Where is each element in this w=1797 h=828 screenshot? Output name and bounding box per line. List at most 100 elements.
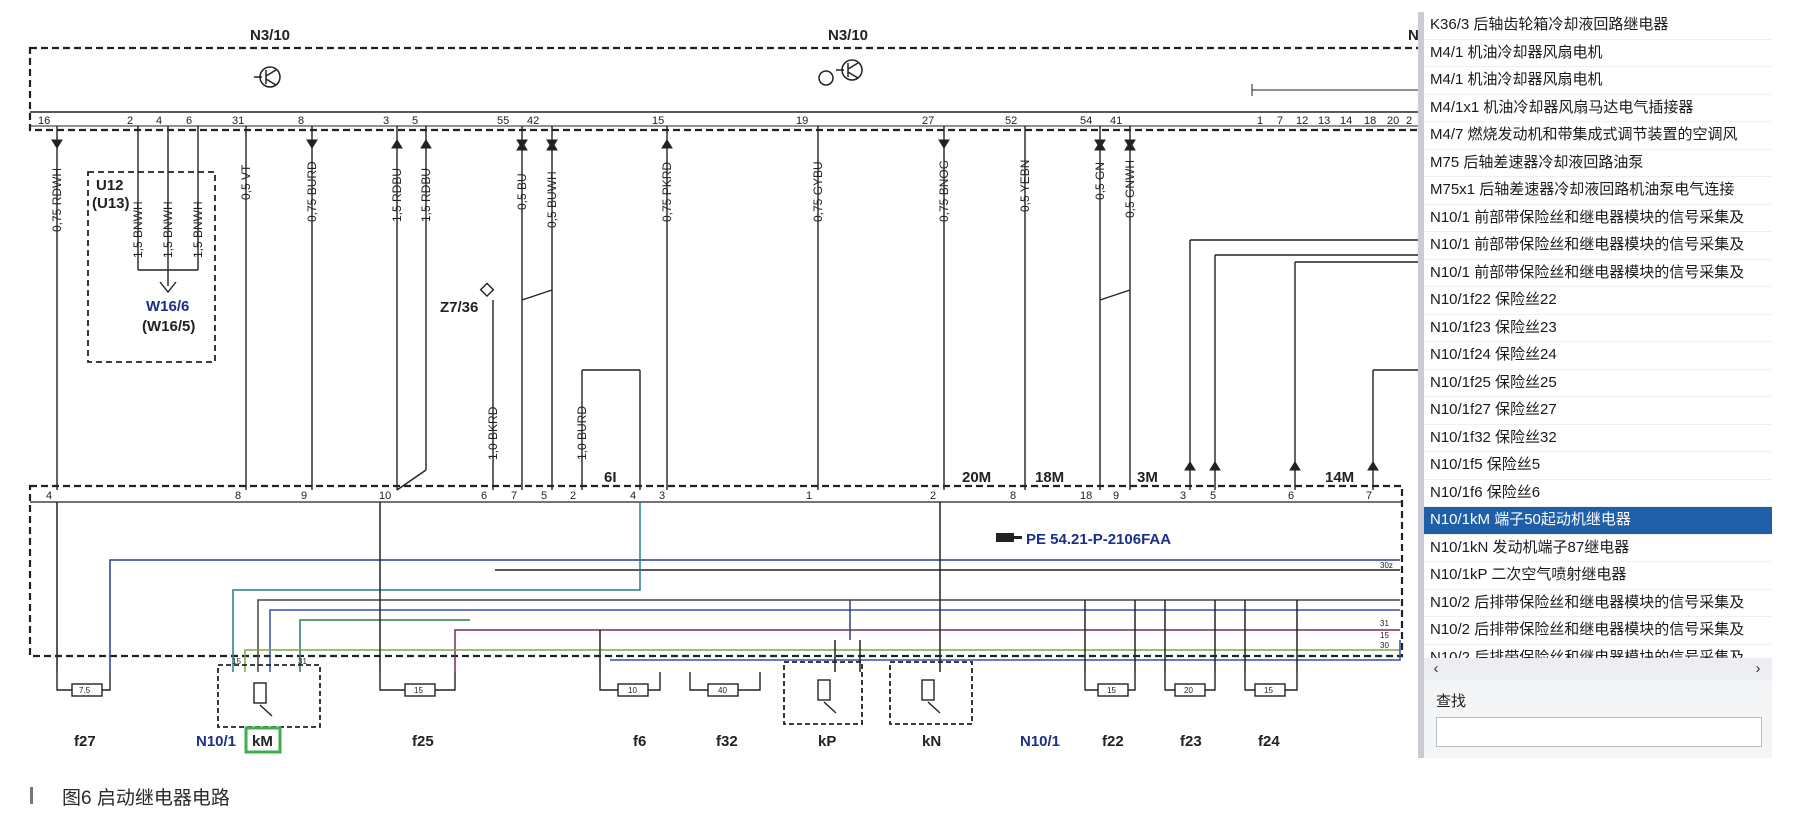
wire-label: 1,0 BKRD [486,406,500,460]
pin-label: 3 [1180,490,1186,502]
list-item[interactable]: N10/2 后排带保险丝和继电器模块的信号采集及 [1424,617,1772,645]
list-item[interactable]: N10/1 前部带保险丝和继电器模块的信号采集及 [1424,205,1772,232]
list-item[interactable]: N10/1 前部带保险丝和继电器模块的信号采集及 [1424,232,1772,260]
pin-label: 4 [630,490,636,502]
connector-label: 6I [604,469,617,486]
pin-label: 10 [379,490,391,502]
bus-label: 30z [1380,561,1393,570]
pin-label: 2 [930,490,936,502]
search-label: 查找 [1436,693,1467,710]
wire-label: 0,5 BUWH [545,171,559,228]
list-item[interactable]: N10/2 后排带保险丝和继电器模块的信号采集及 [1424,590,1772,617]
z7-node-icon [479,282,495,298]
fuse-f22: 15 f22 [1084,672,1136,750]
wiring-diagram: N3/10 N3/10 N 16 2 4 6 31 8 3 5 55 42 15… [28,27,1418,754]
pin-label: 4 [46,490,52,502]
figure-caption: 图6 启动继电器电路 [62,788,230,809]
wire-label: 1,5 BNWH [161,201,175,258]
connector-label: 14M [1325,469,1354,486]
relay-kn: kN [889,661,973,750]
pin-label: 52 [1005,115,1017,127]
wire-label: 0,75 GYBU [811,161,825,222]
list-item[interactable]: M4/1x1 机油冷却器风扇马达电气插接器 [1424,95,1772,122]
bus-label: 30 [1380,641,1389,650]
fuse-f32: 40 f32 [689,672,761,750]
list-item[interactable]: M75 后轴差速器冷却液回路油泵 [1424,150,1772,177]
list-item[interactable]: M4/7 燃烧发动机和带集成式调节装置的空调风 [1424,122,1772,150]
connector-label: 3M [1137,469,1158,486]
wire-label: 0,75 BURD [305,161,319,222]
bus-labels: 30z 31 15 30 [1380,561,1393,650]
pin-label: 8 [1010,490,1016,502]
list-item[interactable]: K36/3 后轴齿轮箱冷却液回路继电器 [1424,12,1772,40]
transistor-icon [254,66,281,88]
pe-reference: PE 54.21-P-2106FAA [1026,531,1171,548]
scroll-right-icon[interactable]: › [1755,660,1761,677]
pin-label: 55 [497,115,509,127]
list-item[interactable]: M4/1 机油冷却器风扇电机 [1424,40,1772,67]
n10-1-label: N10/1 [1020,733,1060,750]
wire-label: 0,75 RDWH [50,168,64,232]
list-item[interactable]: M4/1 机油冷却器风扇电机 [1424,67,1772,95]
wire-labels: 0,75 RDWH 1,5 BNWH 1,5 BNWH 1,5 BNWH 0,5… [50,160,1137,460]
fuse-f25: 15 f25 [379,672,456,750]
pin-label: 16 [38,115,50,127]
list-item[interactable]: N10/1f5 保险丝5 [1424,452,1772,480]
pin-label: 6 [186,115,192,127]
pin-label: 5 [412,115,418,127]
pin-label: 1 [806,490,812,502]
fuse-name: f24 [1258,733,1280,750]
list-item[interactable]: N10/1f24 保险丝24 [1424,342,1772,370]
list-item[interactable]: N10/1f6 保险丝6 [1424,480,1772,507]
pin-label: 5 [541,490,547,502]
fuse-name: f32 [716,733,738,750]
list-item[interactable]: N10/2 后排带保险丝和继电器模块的信号采集及 [1424,645,1772,659]
pin-label: 27 [922,115,934,127]
pin-label: 6 [481,490,487,502]
pin-label: 15 [652,115,664,127]
hand-pointer-icon [996,533,1022,542]
list-item[interactable]: N10/1f22 保险丝22 [1424,287,1772,315]
pin-label: 7 [1277,115,1283,127]
wire-label: 1,5 RDBU [390,168,404,222]
horizontal-scrollbar[interactable]: ‹ › [1424,658,1772,680]
fuse-name: f6 [633,733,646,750]
pin-label: 7 [511,490,517,502]
pin-label: 3 [383,115,389,127]
fuse-value: 10 [628,686,637,695]
list-item[interactable]: N10/1f25 保险丝25 [1424,370,1772,397]
transistor-icon [818,70,834,86]
u12-box [87,171,216,363]
module-n3-10-box [28,46,1418,132]
list-item[interactable]: N10/1kP 二次空气喷射继电器 [1424,562,1772,590]
list-item[interactable]: N10/1kM 端子50起动机继电器 [1424,507,1772,535]
fuse-name: f22 [1102,733,1124,750]
pin-label: 18 [1080,490,1092,502]
list-item[interactable]: N10/1f32 保险丝32 [1424,425,1772,452]
wire-label: 0,75 PKRD [660,162,674,222]
list-item[interactable]: N10/1 前部带保险丝和继电器模块的信号采集及 [1424,260,1772,287]
pin-label: 8 [235,490,241,502]
list-item[interactable]: N10/1kN 发动机端子87继电器 [1424,535,1772,562]
w16-5-label: (W16/5) [142,318,195,335]
pin-label: 2 [570,490,576,502]
pin-label: 41 [1110,115,1122,127]
list-item[interactable]: M75x1 后轴差速器冷却液回路机油泵电气连接 [1424,177,1772,205]
module-label-edge: N [1408,27,1418,44]
bus-label: 31 [1380,619,1389,628]
wire-label: 0,5 GNWH [1123,160,1137,218]
connector-label: 20M [962,469,991,486]
pin-label: 9 [301,490,307,502]
list-item[interactable]: N10/1f27 保险丝27 [1424,397,1772,425]
wire-label: 0,5 VT [239,164,253,200]
relay-pin: 31 [298,657,307,666]
pin-label: 2 [1406,115,1412,127]
pin-label: 7 [1366,490,1372,502]
list-item[interactable]: N10/1f23 保险丝23 [1424,315,1772,342]
fuse-f6: 10 f6 [599,672,661,750]
wire-label: 1,5 BNWH [191,201,205,258]
scroll-left-icon[interactable]: ‹ [1433,660,1439,677]
search-input[interactable] [1436,717,1762,747]
wire-label: 1,5 RDBU [419,168,433,222]
